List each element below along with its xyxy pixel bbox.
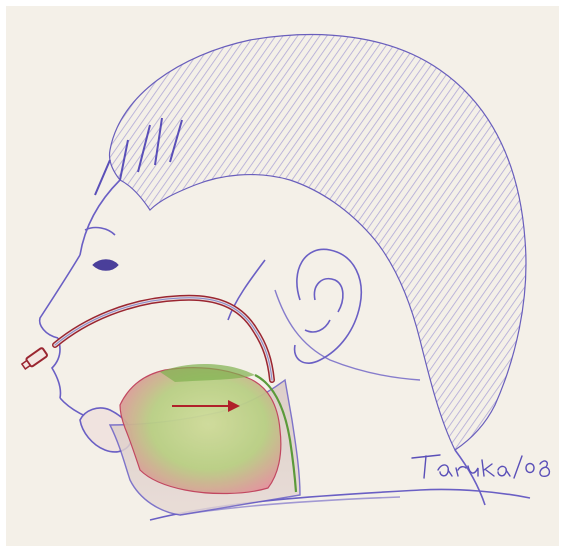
ear [295,249,362,363]
artist-signature [412,455,549,478]
eye [85,228,118,271]
